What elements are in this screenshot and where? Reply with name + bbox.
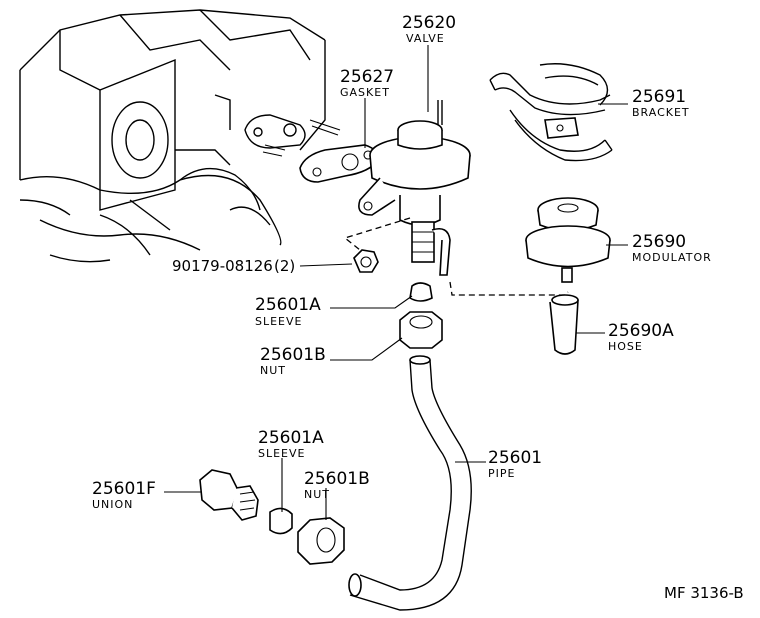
gasket-drawing	[299, 144, 380, 183]
bracket-part-name: BRACKET	[632, 106, 690, 119]
leader-lines	[164, 45, 628, 520]
modulator-drawing	[525, 197, 611, 283]
hose-part-number: 25690A	[608, 321, 674, 341]
hose-part-name: HOSE	[608, 340, 643, 353]
bolt-assembly-line	[343, 217, 411, 251]
sleeve-lower-part-number: 25601A	[258, 428, 324, 448]
nut-lower-drawing	[297, 517, 345, 565]
manifold-flange-drawing	[244, 114, 341, 157]
union-part-number: 25601F	[92, 479, 156, 499]
pipe-part-name: PIPE	[488, 467, 515, 480]
nut-lower-part-name: NUT	[304, 488, 330, 501]
sleeve-upper-part-name: SLEEVE	[255, 315, 303, 328]
sleeve-lower-drawing	[269, 507, 293, 535]
bracket-drawing	[489, 63, 613, 162]
sleeve-upper-part-number: 25601A	[255, 295, 321, 315]
hose-drawing	[549, 294, 579, 355]
gasket-part-number: 25627	[340, 67, 394, 87]
bracket-part-number: 25691	[632, 87, 686, 107]
pipe-drawing	[348, 355, 472, 611]
bolt-part-number: 90179-08126	[172, 257, 273, 275]
part-labels: 25620 VALVE 25627 GASKET 25691 BRACKET 2…	[92, 13, 744, 602]
nut-upper-part-name: NUT	[260, 364, 286, 377]
valve-part-number: 25620	[402, 13, 456, 33]
union-part-name: UNION	[92, 498, 133, 511]
engine-block-drawing	[19, 9, 326, 263]
bolt-drawing	[353, 249, 379, 273]
sleeve-upper-drawing	[409, 282, 433, 302]
nut-lower-part-number: 25601B	[304, 469, 370, 489]
sleeve-lower-part-name: SLEEVE	[258, 447, 306, 460]
valve-part-name: VALVE	[406, 32, 445, 45]
gasket-part-name: GASKET	[340, 86, 390, 99]
hose-assembly-line	[449, 281, 569, 296]
bolt-quantity: (2)	[274, 257, 295, 275]
figure-code: MF 3136-B	[664, 584, 744, 602]
nut-upper-drawing	[399, 311, 443, 349]
valve-drawing	[358, 100, 471, 276]
pipe-part-number: 25601	[488, 448, 542, 468]
union-drawing	[199, 469, 259, 521]
modulator-part-number: 25690	[632, 232, 686, 252]
nut-upper-part-number: 25601B	[260, 345, 326, 365]
modulator-part-name: MODULATOR	[632, 251, 712, 264]
